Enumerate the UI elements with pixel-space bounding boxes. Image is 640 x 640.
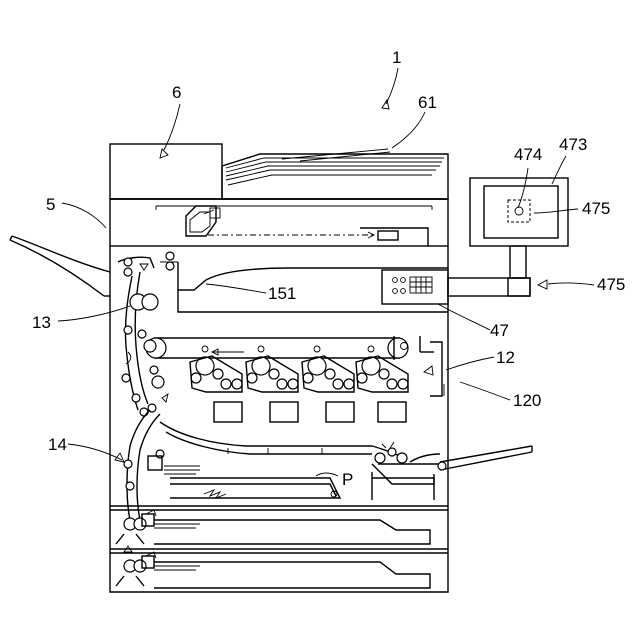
label-47: 47 bbox=[490, 321, 509, 340]
label-474: 474 bbox=[514, 145, 542, 164]
label-6: 6 bbox=[172, 83, 181, 102]
fixing-unit bbox=[118, 252, 174, 416]
label-473: 473 bbox=[559, 135, 587, 154]
paper-cassette-main bbox=[170, 472, 434, 500]
label-1: 1 bbox=[392, 48, 401, 67]
paper-path-lower bbox=[124, 410, 532, 520]
label-475-screen: 475 bbox=[582, 199, 610, 218]
image-reader bbox=[110, 199, 448, 246]
label-151: 151 bbox=[268, 284, 296, 303]
paper-tray-1 bbox=[116, 510, 430, 544]
label-14: 14 bbox=[48, 435, 67, 454]
label-12: 12 bbox=[496, 348, 515, 367]
label-5: 5 bbox=[46, 195, 55, 214]
label-475-arm: 475 bbox=[597, 275, 625, 294]
label-13: 13 bbox=[32, 313, 51, 332]
output-tray-left bbox=[10, 236, 110, 296]
label-61: 61 bbox=[418, 93, 437, 112]
touch-panel-arm bbox=[448, 178, 568, 296]
label-P: P bbox=[342, 470, 353, 489]
label-120: 120 bbox=[513, 391, 541, 410]
document-feeder bbox=[110, 144, 448, 199]
control-panel bbox=[382, 270, 448, 304]
transfer-belt bbox=[146, 336, 434, 360]
